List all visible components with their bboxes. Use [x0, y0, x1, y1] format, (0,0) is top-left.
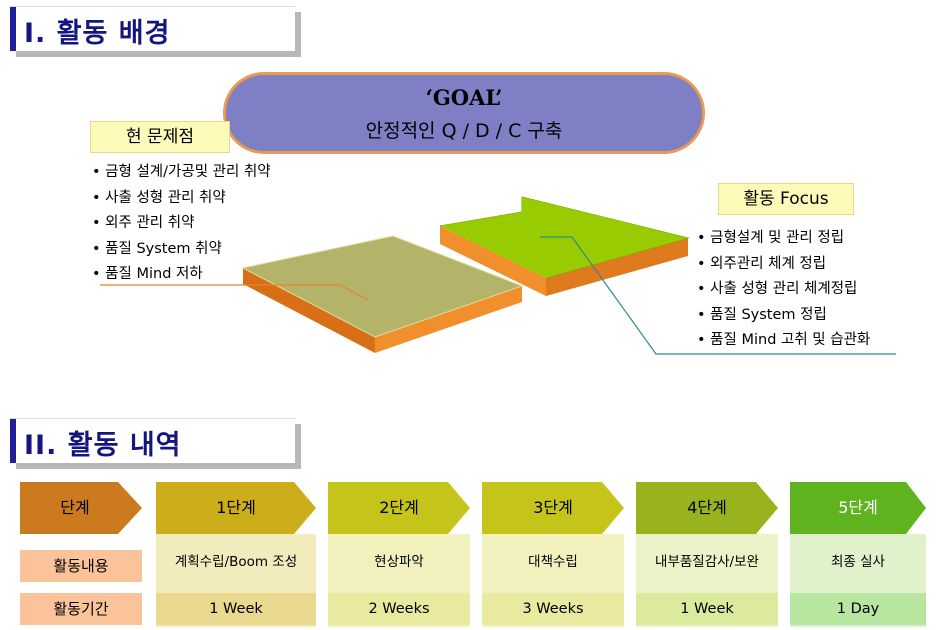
content-header-label: 활동내용: [20, 550, 142, 582]
stage-arrow: [156, 482, 316, 534]
problem-item: 품질 System 취약: [92, 237, 271, 263]
stage-period: 2 Weeks: [328, 593, 470, 625]
stage-header-label: 단계: [60, 498, 90, 517]
focus-label-box: 활동 Focus: [718, 183, 854, 215]
focus-item: 금형설계 및 관리 정립: [697, 226, 870, 252]
stage-table: 단계 활동내용 활동기간 1단계 계획수립/Boom 조성 1 Week 2단계…: [20, 482, 926, 627]
stage-arrow: [790, 482, 926, 534]
title-accent-bar: [10, 7, 16, 51]
section1-title-box: I. 활동 배경: [10, 6, 295, 51]
section2-title: II. 활동 내역: [24, 430, 182, 461]
stage-content: 현상파악: [374, 554, 424, 570]
problems-label: 현 문제점: [126, 127, 194, 147]
focus-item: 사출 성형 관리 체계정립: [697, 277, 870, 303]
problem-step-block-side: [243, 268, 375, 353]
focus-arrow-side: [440, 226, 546, 296]
section1-title: I. 활동 배경: [24, 18, 171, 49]
stage-period: 3 Weeks: [482, 593, 624, 625]
stage-period: 1 Day: [790, 593, 926, 625]
goal-capsule: ‘GOAL’ 안정적인 Q / D / C 구축: [223, 72, 705, 154]
focus-connector-line: [540, 236, 896, 355]
problem-step-block-top: [241, 235, 524, 338]
problem-item: 품질 Mind 저하: [92, 262, 271, 288]
problems-list: 금형 설계/가공및 관리 취약 사출 성형 관리 취약 외주 관리 취약 품질 …: [92, 160, 271, 288]
stage-header-arrow: [20, 482, 142, 534]
problem-item: 금형 설계/가공및 관리 취약: [92, 160, 270, 186]
stage-content: 대책수립: [528, 554, 578, 570]
focus-arrow-front: [546, 238, 688, 296]
focus-item: 외주관리 체계 정립: [697, 252, 870, 278]
stage-arrow: [328, 482, 470, 534]
focus-label: 활동 Focus: [743, 189, 829, 209]
stage-label: 3단계: [533, 498, 573, 517]
focus-item: 품질 System 정립: [697, 303, 870, 329]
problems-label-box: 현 문제점: [90, 121, 230, 153]
stage-label: 5단계: [838, 498, 878, 517]
focus-list: 금형설계 및 관리 정립 외주관리 체계 정립 사출 성형 관리 체계정립 품질…: [697, 226, 870, 354]
stage-label: 2단계: [379, 498, 419, 517]
stage-label: 4단계: [687, 498, 727, 517]
stage-period: 1 Week: [636, 593, 778, 625]
goal-title: ‘GOAL’: [425, 85, 503, 110]
section2-title-box: II. 활동 내역: [10, 418, 295, 463]
stage-arrow: [482, 482, 624, 534]
stage-content: 내부품질감사/보완: [655, 554, 759, 570]
problem-item: 외주 관리 취약: [92, 211, 271, 237]
stage-content: 계획수립/Boom 조성: [174, 554, 298, 570]
problem-item: 사출 성형 관리 취약: [92, 186, 271, 212]
period-header-label: 활동기간: [20, 593, 142, 625]
stage-period: 1 Week: [156, 593, 316, 625]
goal-subtitle: 안정적인 Q / D / C 구축: [365, 120, 563, 142]
problem-step-block-front: [375, 286, 522, 353]
stage-label: 1단계: [216, 498, 256, 517]
stage-content: 최종 실사: [831, 554, 885, 570]
title-accent-bar: [10, 419, 16, 463]
stage-arrow: [636, 482, 778, 534]
focus-item: 품질 Mind 고취 및 습관화: [697, 328, 870, 354]
